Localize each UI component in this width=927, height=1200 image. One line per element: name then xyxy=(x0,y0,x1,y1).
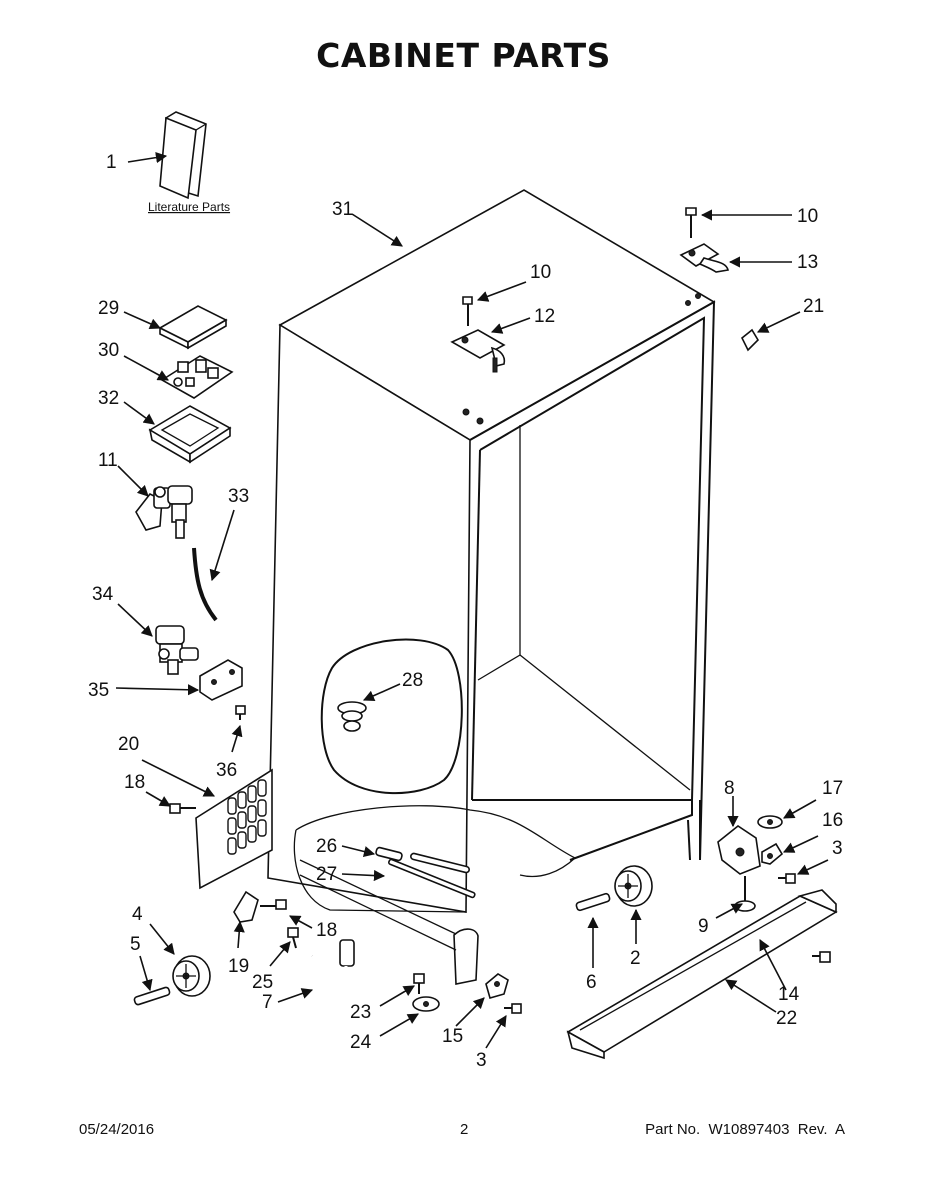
control-housing-32 xyxy=(148,405,232,464)
callout-31: 31 xyxy=(332,199,353,220)
callout-18-left: 18 xyxy=(124,772,145,793)
callout-8: 8 xyxy=(724,778,735,799)
literature-parts-label: Literature Parts xyxy=(148,200,230,214)
callout-13: 13 xyxy=(797,252,818,273)
callout-35: 35 xyxy=(88,680,109,701)
callout-9: 9 xyxy=(698,916,709,937)
leader-lines xyxy=(115,152,829,1049)
callout-7: 7 xyxy=(262,992,273,1013)
callout-19: 19 xyxy=(228,956,249,977)
callout-14: 14 xyxy=(778,984,800,1005)
callout-18-bottom: 18 xyxy=(316,920,337,941)
callout-32: 32 xyxy=(98,388,119,409)
top-hinge-12 xyxy=(450,329,506,373)
callout-27: 27 xyxy=(316,864,337,885)
callout-22: 22 xyxy=(776,1008,797,1029)
clip-19 xyxy=(233,890,259,923)
callout-3-right: 3 xyxy=(832,838,843,859)
footer-page-number: 2 xyxy=(460,1121,469,1138)
callout-34: 34 xyxy=(92,584,114,605)
footer-part-number: Part No. W10897403 Rev. A xyxy=(645,1121,845,1138)
callout-28: 28 xyxy=(402,670,423,691)
grommet-28 xyxy=(337,701,367,732)
screw-3-bottom xyxy=(504,1003,522,1014)
defrost-tube-26 xyxy=(375,846,470,874)
callout-15: 15 xyxy=(442,1026,463,1047)
valve-bracket-35 xyxy=(199,659,243,701)
callout-3-bottom: 3 xyxy=(476,1050,487,1071)
base-grille-22 xyxy=(566,889,838,1060)
screw-18-left xyxy=(169,803,196,814)
callout-17: 17 xyxy=(822,778,843,799)
hinge-pin-17 xyxy=(757,815,783,829)
callout-23: 23 xyxy=(350,1002,371,1023)
callout-24: 24 xyxy=(350,1032,372,1053)
screw-25 xyxy=(287,927,299,949)
top-hinge-13 xyxy=(679,243,729,273)
hinge-bracket-8 xyxy=(717,825,761,875)
screw-23 xyxy=(413,973,425,994)
callout-4: 4 xyxy=(132,904,143,925)
callout-26: 26 xyxy=(316,836,337,857)
literature-parts-booklet xyxy=(159,111,207,200)
callout-10-top-right: 10 xyxy=(797,206,818,227)
callout-1: 1 xyxy=(106,152,117,173)
top-hinge-screw-13 xyxy=(685,207,697,238)
screw-14 xyxy=(812,951,831,963)
callout-5: 5 xyxy=(130,934,141,955)
callout-labels: 1 31 10 13 10 12 21 29 30 32 11 33 34 35… xyxy=(88,152,843,1071)
callout-21: 21 xyxy=(803,296,824,317)
control-board-30 xyxy=(160,355,234,399)
bracket-15 xyxy=(485,973,509,999)
callout-12: 12 xyxy=(534,306,555,327)
callout-10-center: 10 xyxy=(530,262,551,283)
water-tube-33 xyxy=(192,547,218,622)
water-valve-34 xyxy=(155,625,199,675)
screw-36 xyxy=(235,705,246,720)
cabinet-shell xyxy=(267,189,716,985)
bracket-24 xyxy=(412,996,440,1012)
drain-tube-7 xyxy=(310,939,355,994)
callout-11: 11 xyxy=(98,450,118,471)
screw-3-right xyxy=(778,873,796,884)
control-box-cover-29 xyxy=(158,305,228,350)
screw-18-bottom xyxy=(260,899,287,910)
callout-2: 2 xyxy=(630,948,641,969)
footer-date: 05/24/2016 xyxy=(79,1121,155,1138)
callout-6: 6 xyxy=(586,972,597,993)
roller-axle-5 xyxy=(133,986,171,1006)
callout-25: 25 xyxy=(252,972,273,993)
water-valve-11 xyxy=(135,485,193,539)
hinge-cover-clip-21 xyxy=(740,328,760,352)
roller-axle-6 xyxy=(575,892,611,912)
top-hinge-screw-12 xyxy=(462,296,473,326)
callout-29: 29 xyxy=(98,298,119,319)
page-title: CABINET PARTS xyxy=(316,36,611,75)
callout-30: 30 xyxy=(98,340,119,361)
callout-20: 20 xyxy=(118,734,139,755)
callout-16: 16 xyxy=(822,810,843,831)
hinge-bracket-16 xyxy=(761,842,784,865)
roller-wheel-4 xyxy=(172,955,211,997)
callout-33: 33 xyxy=(228,486,249,507)
roller-wheel-2 xyxy=(614,865,653,907)
callout-36: 36 xyxy=(216,760,237,781)
rear-access-panel-20 xyxy=(195,768,273,890)
rod-27 xyxy=(388,858,476,899)
